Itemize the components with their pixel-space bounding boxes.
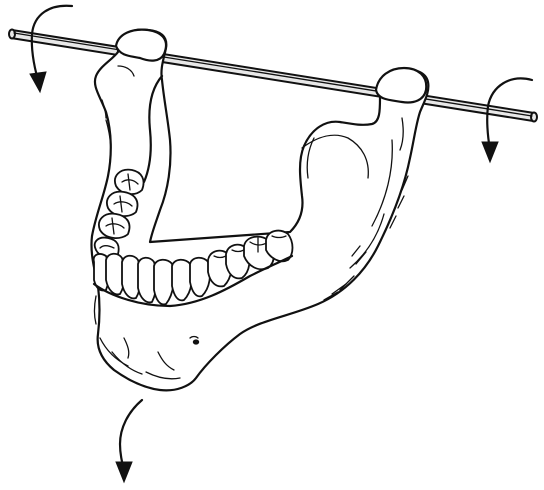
rotation-arrow-bottom	[116, 400, 142, 482]
rotation-arrow-left	[30, 6, 72, 92]
right-condyle	[376, 68, 426, 103]
hinge-axis-rod	[9, 30, 537, 122]
mandible	[91, 30, 428, 391]
